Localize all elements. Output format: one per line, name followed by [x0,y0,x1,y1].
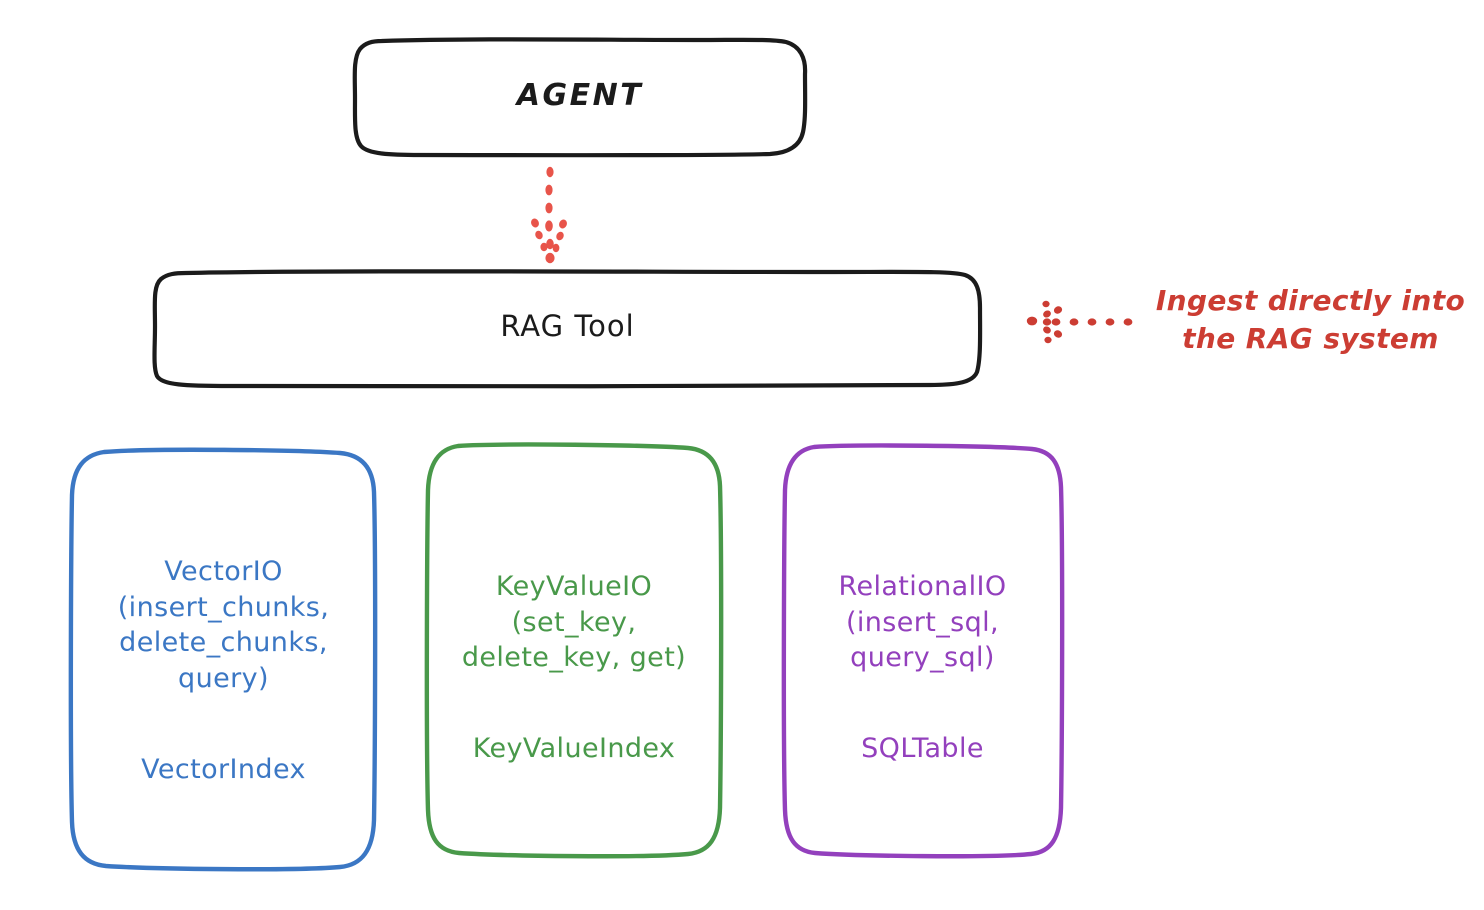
ingest-arrow-connector [1026,300,1133,344]
rag-tool-box-shape[interactable] [152,269,983,389]
agent-box-shape[interactable] [352,37,808,158]
ingest-annotation-label: Ingest directly into the RAG system [1155,284,1466,355]
agent-to-rag-connector [531,166,567,264]
relational-io-box-shape[interactable] [781,443,1065,859]
vector-io-box-shape[interactable] [68,447,378,872]
key-value-io-box-shape[interactable] [424,442,724,859]
